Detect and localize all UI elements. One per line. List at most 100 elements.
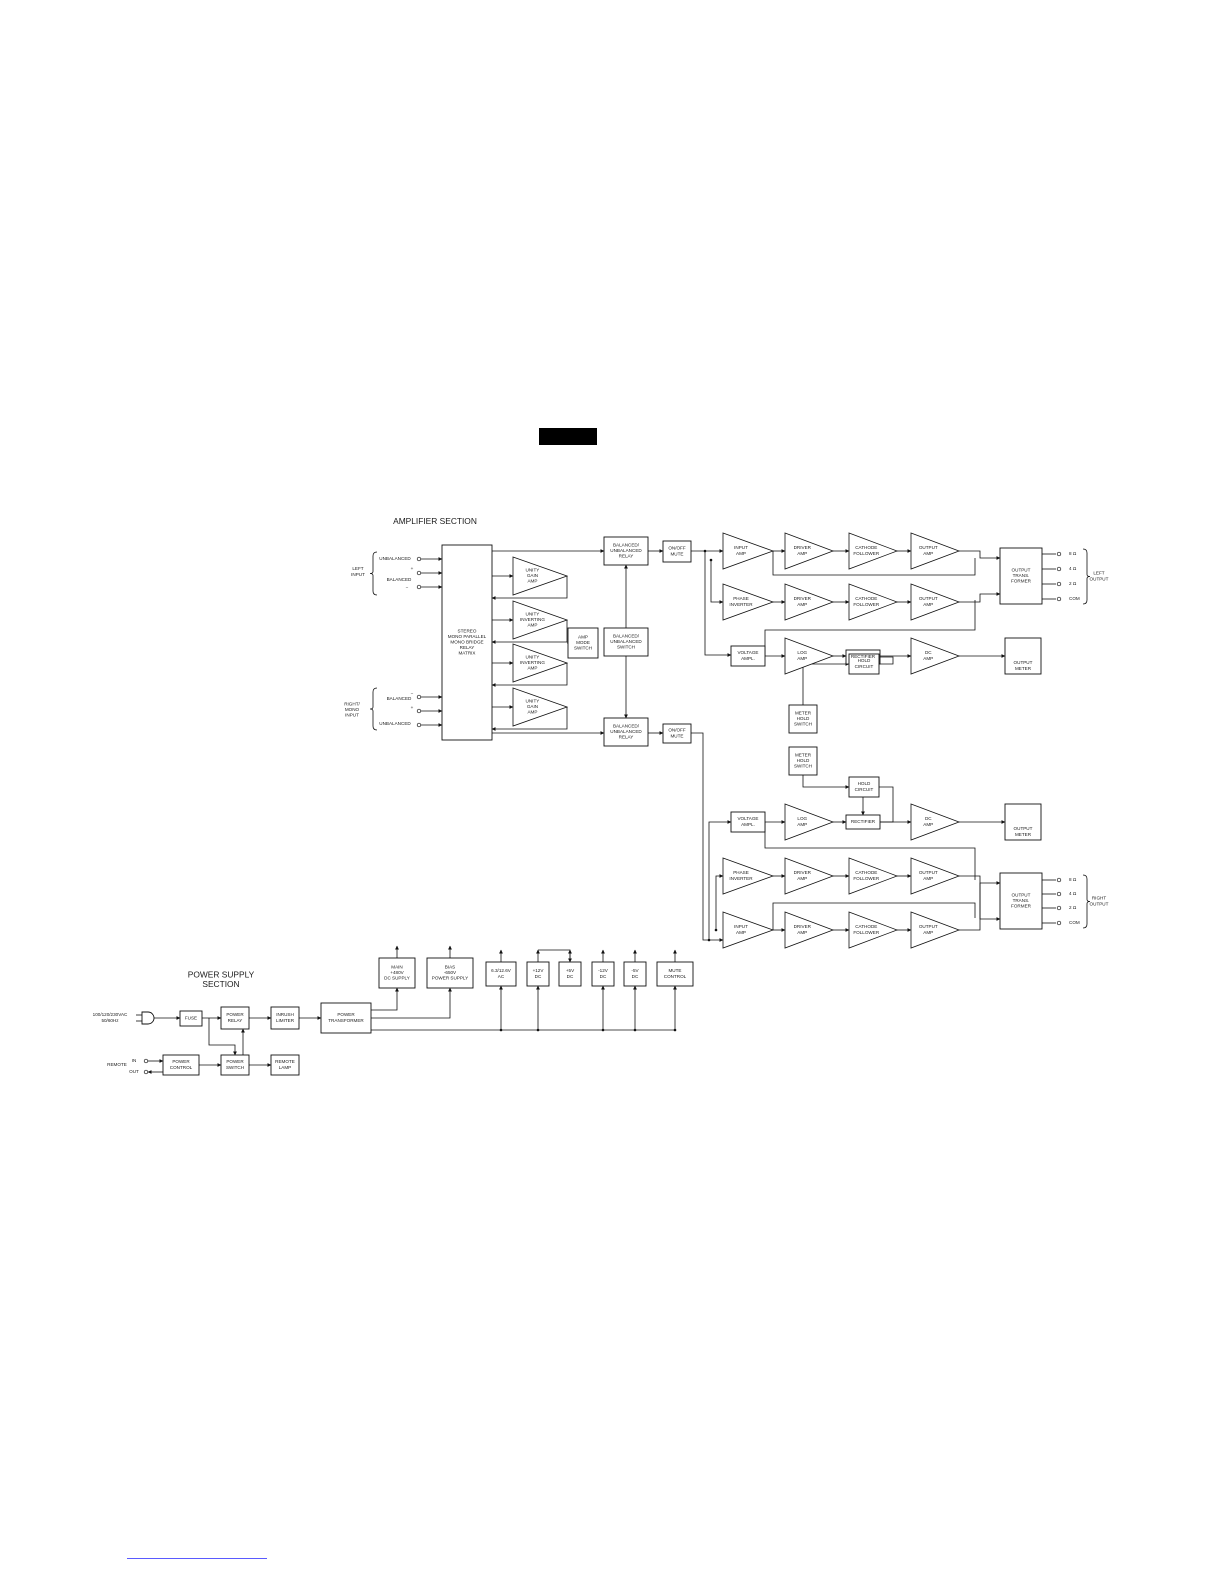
left-plus-sign: + <box>411 566 414 571</box>
power-supply-section-title-line: SECTION <box>202 979 239 989</box>
shapes-layer <box>141 532 1062 1076</box>
remote-out-jack <box>143 1069 149 1075</box>
amp-mode-switch-block <box>567 627 599 659</box>
remote-out-label-line: OUT <box>129 1069 139 1074</box>
unity-gain-amp-right-label-line: AMP <box>527 710 537 715</box>
remote-lamp-block-label-line: REMOTE <box>275 1059 295 1064</box>
right-rectifier-block-label-line: RECTIFIER <box>851 819 876 824</box>
power-switch-block-label-line: SWITCH <box>226 1065 244 1070</box>
rail-block-7 <box>656 961 694 987</box>
rail-block-5 <box>591 961 615 987</box>
remote-in-label: IN <box>132 1058 137 1063</box>
rail-block-3-label-line: +12V <box>533 968 545 973</box>
unity-gain-amp-left-label-line: AMP <box>527 579 537 584</box>
right-output-amp-a-label-line: AMP <box>923 930 933 935</box>
right-input-amp-label-line: INPUT <box>734 924 748 929</box>
power-transformer-block <box>320 1002 372 1034</box>
right-output-transformer-block-label-line: FORMER <box>1011 904 1032 909</box>
left-phase-inverter-label-line: PHASE <box>733 596 749 601</box>
left-output-transformer-block-label-line: FORMER <box>1011 579 1032 584</box>
remote-label: REMOTE <box>107 1062 127 1067</box>
rail-block-1-label-line: BIAS <box>445 965 455 970</box>
right-cathode-follower-a <box>848 911 899 949</box>
rail-block-0 <box>378 957 416 989</box>
unity-inverting-amp-left-label-line: AMP <box>527 623 537 628</box>
left-minus-sign: − <box>406 585 409 590</box>
left-input-amp-label-line: INPUT <box>734 545 748 550</box>
right-nfb-wire <box>764 822 976 880</box>
balanced-switch-block-label-line: UNBALANCED <box>610 639 642 644</box>
power-switch-block-label-line: POWER <box>226 1059 244 1064</box>
balanced-switch-block-label-line: BALANCED/ <box>613 634 640 639</box>
left-driver-amp-b-label-line: AMP <box>797 602 807 607</box>
right-phase-inverter <box>722 857 775 895</box>
right-to-phase-wire <box>715 874 724 930</box>
right-dc-amp-label-line: AMP <box>923 822 933 827</box>
right-rectifier-block <box>845 814 881 830</box>
right-meterhold-wire <box>802 775 850 789</box>
rail-block-7-label-line: CONTROL <box>664 974 687 979</box>
relay-matrix-block <box>441 544 493 741</box>
fuse-block-label: FUSE <box>185 1016 197 1021</box>
junction-dot <box>499 1028 503 1032</box>
mains-voltage-label-line: 50/60Hz <box>101 1018 119 1023</box>
junction-dot <box>536 1028 540 1032</box>
power-relay-block-label-line: POWER <box>226 1012 244 1017</box>
left-balanced-relay-block-label-line: UNBALANCED <box>610 548 642 553</box>
power-transformer-block-label-line: POWER <box>337 1012 355 1017</box>
amp-return-wire <box>491 576 568 600</box>
left-output-amp-a <box>910 532 961 570</box>
relay-matrix-block-label-line: STEREO <box>458 629 477 634</box>
rail-block-5-label-line: DC <box>600 974 607 979</box>
right-output-transformer-block-label-line: TRANS. <box>1013 898 1030 903</box>
left-tap-label-0-line: 8 Ω <box>1069 551 1077 556</box>
left-nfb-wire <box>764 600 976 656</box>
rail-block-3-label-line: DC <box>535 974 542 979</box>
left-output-transformer-block-label-line: TRANS. <box>1013 573 1030 578</box>
inrush-limiter-block-label-line: LIMITER <box>276 1018 295 1023</box>
left-meter-hold-switch-block-label-line: SWITCH <box>794 722 812 727</box>
rail-block-3 <box>526 961 550 987</box>
right-voltage-ampl-block-label-line: VOLTAGE <box>737 816 758 821</box>
right-cathode-follower-b-label-line: CATHODE <box>855 870 877 875</box>
unity-inverting-amp-right-label-line: UNITY <box>526 655 540 660</box>
left-cathode-follower-b-label-line: CATHODE <box>855 596 877 601</box>
right-mute-to-va-wire <box>708 820 732 940</box>
right-tap-jack-1 <box>1056 891 1062 897</box>
rail-block-4-label-line: DC <box>567 974 574 979</box>
left-log-amp-label-line: LOG <box>797 650 807 655</box>
remote-lamp-block <box>270 1054 300 1076</box>
left-tap-jack-2 <box>1056 581 1062 587</box>
right-output-transformer-block-label-line: OUTPUT <box>1012 893 1031 898</box>
left-dc-amp-label-line: DC <box>925 650 932 655</box>
right-minus-sign: − <box>411 691 414 696</box>
remote-in-jack <box>143 1058 149 1064</box>
amplifier-section-title-line: AMPLIFIER SECTION <box>393 516 477 526</box>
wires-layer <box>136 548 1091 1074</box>
right-balanced-label-line: BALANCED <box>387 696 412 701</box>
footer-link-underline[interactable] <box>127 1558 267 1559</box>
junction-dot <box>703 549 707 553</box>
right-output-wire-a <box>959 881 1001 931</box>
left-unbalanced-label-line: UNBALANCED <box>379 556 411 561</box>
remote-lamp-block-label-line: LAMP <box>279 1065 292 1070</box>
left-output-meter-label-line: OUTPUT <box>1014 660 1033 665</box>
left-to-phase-wire <box>710 560 724 604</box>
left-rectifier-block-label: RECTIFIER <box>851 654 876 659</box>
left-phase-inverter <box>722 583 775 621</box>
unity-inverting-amp-right <box>512 643 569 683</box>
power-switch-block <box>220 1054 250 1076</box>
